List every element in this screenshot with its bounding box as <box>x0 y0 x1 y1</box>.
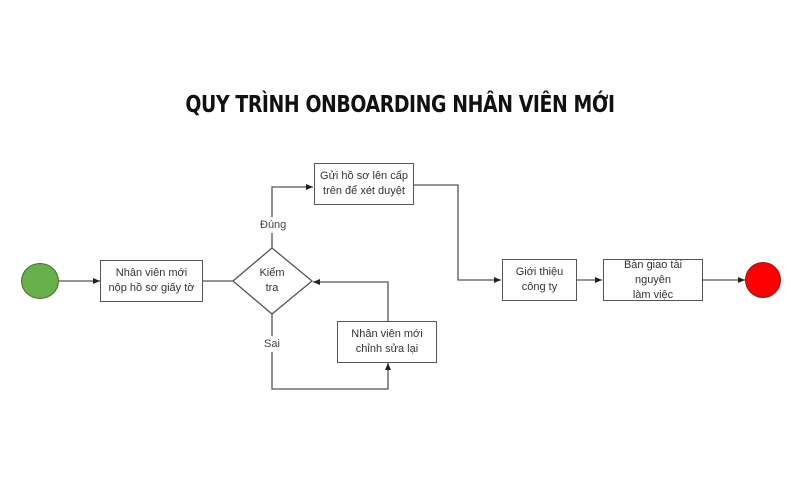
node-revise-line1: Nhân viên mới <box>351 328 423 340</box>
node-revise: Nhân viên mới chỉnh sửa lại <box>337 321 437 363</box>
diagram-title: QUY TRÌNH ONBOARDING NHÂN VIÊN MỚI <box>185 92 615 118</box>
node-check: Kiểm tra <box>242 266 302 296</box>
node-handover-resources: Bàn giao tài nguyên làm việc <box>603 259 703 301</box>
edge-send-up-to-intro <box>414 184 501 283</box>
edge-label-yes: Đúng <box>260 217 287 233</box>
node-submit-documents: Nhân viên mới nộp hồ sơ giấy tờ <box>100 260 203 302</box>
node-submit-documents-line2: nộp hồ sơ giấy tờ <box>108 282 195 294</box>
edge-revise-to-check <box>313 279 389 321</box>
node-send-for-approval: Gửi hồ sơ lên cấp trên để xét duyệt <box>314 163 414 205</box>
decision-diamond <box>231 247 314 315</box>
node-company-intro: Giới thiệu công ty <box>502 259 577 301</box>
edge-label-no: Sai <box>264 336 280 352</box>
node-company-intro-line2: công ty <box>521 281 558 293</box>
node-handover-resources-line1: Bàn giao tài nguyên <box>623 258 683 286</box>
node-check-line2: tra <box>265 282 279 294</box>
node-send-for-approval-line2: trên để xét duyệt <box>323 185 405 197</box>
node-check-line1: Kiểm <box>259 267 285 279</box>
node-revise-line2: chỉnh sửa lại <box>355 343 419 355</box>
start-node <box>21 263 59 299</box>
node-submit-documents-line1: Nhân viên mới <box>115 267 188 279</box>
end-node <box>745 262 781 298</box>
node-company-intro-line1: Giới thiệu <box>515 266 564 278</box>
node-handover-resources-line2: làm việc <box>632 288 674 301</box>
node-send-for-approval-line1: Gửi hồ sơ lên cấp <box>320 170 408 182</box>
